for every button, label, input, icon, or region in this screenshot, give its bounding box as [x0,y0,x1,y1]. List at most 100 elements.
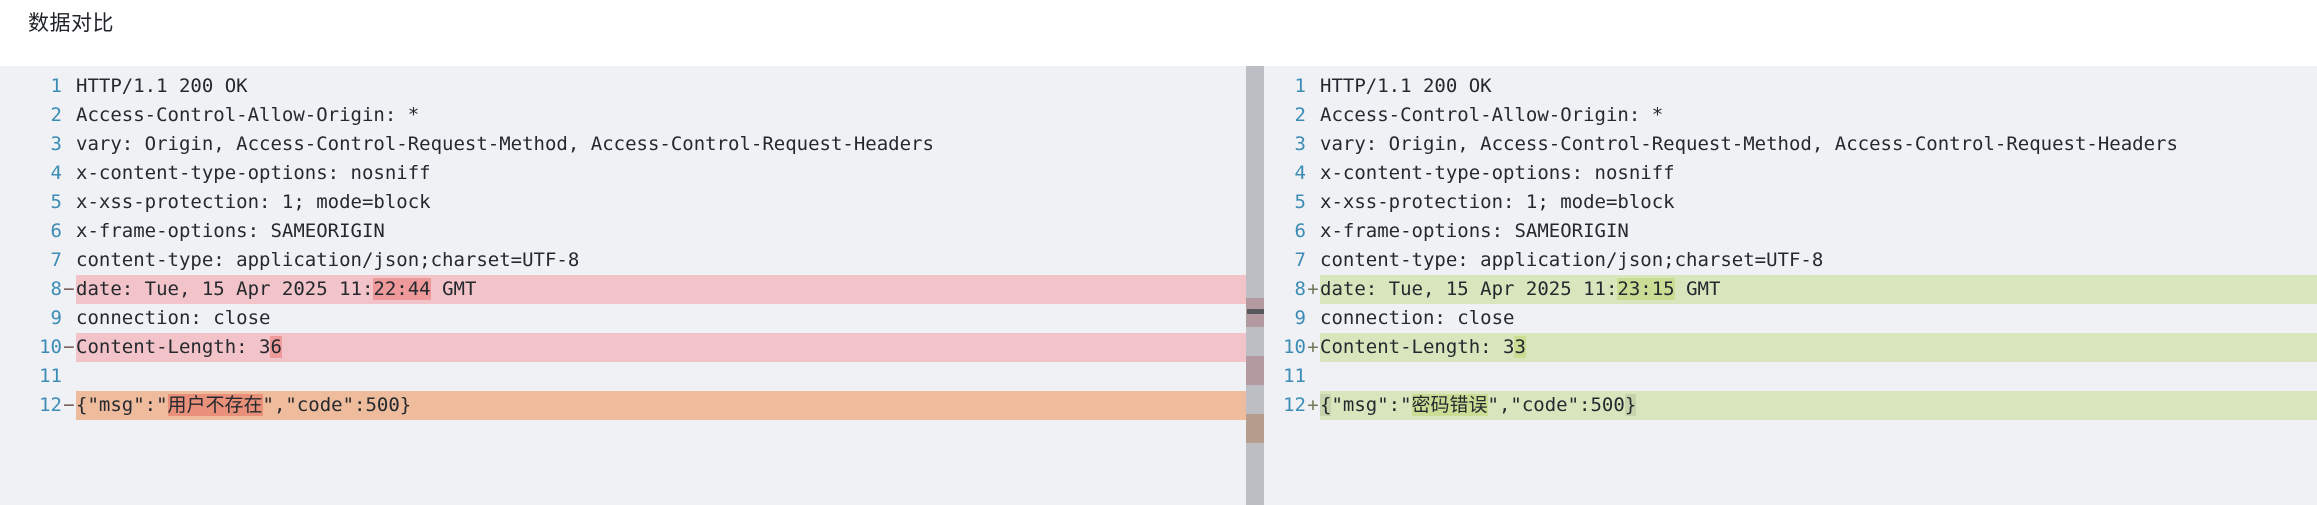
code-text: x-frame-options: SAMEORIGIN [1320,217,2317,246]
line-number: 11 [0,362,62,391]
line-number: 12 [0,391,62,420]
code-text: x-content-type-options: nosniff [1320,159,2317,188]
no-change-marker [1306,362,1320,391]
code-row[interactable]: 8+date: Tue, 15 Apr 2025 11:23:15 GMT [1264,275,2317,304]
code-row[interactable]: 6 x-frame-options: SAMEORIGIN [0,217,1246,246]
no-change-marker [62,304,76,333]
inline-diff-highlight: 3 [1514,336,1526,358]
delete-marker-icon: − [62,275,76,304]
code-segment: GMT [1674,278,1721,300]
inline-diff-highlight: 22:44 [373,278,431,300]
code-segment: Access-Control-Allow-Origin: * [1320,104,1664,126]
code-text: {"msg":"密码错误","code":500} [1320,391,2317,420]
code-segment: Content-Length: 3 [1320,336,1515,358]
insert-marker-icon: + [1306,275,1320,304]
code-text: content-type: application/json;charset=U… [76,246,1246,275]
code-segment: Access-Control-Allow-Origin: * [76,104,420,126]
line-number: 8 [1264,275,1306,304]
code-row[interactable]: 11 [1264,362,2317,391]
code-segment: x-frame-options: SAMEORIGIN [76,220,385,242]
scrollbar-thumb[interactable] [1246,66,1264,505]
code-text: x-xss-protection: 1; mode=block [1320,188,2317,217]
code-text: connection: close [1320,304,2317,333]
no-change-marker [62,188,76,217]
line-number: 8 [0,275,62,304]
line-number: 3 [1264,130,1306,159]
code-row[interactable]: 12−{"msg":"用户不存在","code":500} [0,391,1246,420]
code-segment: x-content-type-options: nosniff [1320,162,1675,184]
code-text: x-xss-protection: 1; mode=block [76,188,1246,217]
code-segment: Content-Length: 3 [76,336,271,358]
code-text: x-frame-options: SAMEORIGIN [76,217,1246,246]
insert-marker-icon: + [1306,333,1320,362]
code-segment: HTTP/1.1 200 OK [1320,75,1492,97]
no-change-marker [62,130,76,159]
code-segment: ","code":500} [262,394,412,416]
scrollbar-drag-handle[interactable] [1247,309,1264,314]
no-change-marker [62,217,76,246]
no-change-marker [62,362,76,391]
code-segment: x-frame-options: SAMEORIGIN [1320,220,1629,242]
code-row[interactable]: 8−date: Tue, 15 Apr 2025 11:22:44 GMT [0,275,1246,304]
code-text: x-content-type-options: nosniff [76,159,1246,188]
line-number: 4 [0,159,62,188]
no-change-marker [62,159,76,188]
code-row[interactable]: 4 x-content-type-options: nosniff [0,159,1246,188]
code-text: Access-Control-Allow-Origin: * [1320,101,2317,130]
line-number: 6 [0,217,62,246]
code-segment: date: Tue, 15 Apr 2025 11: [1320,278,1618,300]
no-change-marker [1306,304,1320,333]
code-segment: x-xss-protection: 1; mode=block [1320,191,1675,213]
scrollbar-change-marker [1246,414,1264,443]
code-row[interactable]: 10−Content-Length: 36 [0,333,1246,362]
no-change-marker [62,72,76,101]
code-row[interactable]: 11 [0,362,1246,391]
no-change-marker [62,246,76,275]
code-text: HTTP/1.1 200 OK [1320,72,2317,101]
inline-diff-highlight: 23:15 [1617,278,1675,300]
inline-diff-highlight: 密码错误 [1411,394,1488,416]
code-row[interactable]: 7 content-type: application/json;charset=… [1264,246,2317,275]
code-row[interactable]: 5 x-xss-protection: 1; mode=block [1264,188,2317,217]
line-number: 7 [1264,246,1306,275]
line-number: 5 [1264,188,1306,217]
code-text: vary: Origin, Access-Control-Request-Met… [76,130,1246,159]
code-segment: ","code":500 [1487,394,1625,416]
diff-divider[interactable] [1246,66,1264,505]
no-change-marker [1306,188,1320,217]
no-change-marker [1306,159,1320,188]
line-number: 1 [0,72,62,101]
code-text: Content-Length: 36 [76,333,1246,362]
code-text: Content-Length: 33 [1320,333,2317,362]
code-text: date: Tue, 15 Apr 2025 11:22:44 GMT [76,275,1246,304]
delete-marker-icon: − [62,333,76,362]
page-title: 数据对比 [28,11,114,35]
inline-diff-highlight: { [1320,394,1332,416]
code-segment: GMT [430,278,477,300]
no-change-marker [1306,72,1320,101]
code-row[interactable]: 10+Content-Length: 33 [1264,333,2317,362]
code-segment: content-type: application/json;charset=U… [1320,249,1824,271]
code-text: Access-Control-Allow-Origin: * [76,101,1246,130]
code-row[interactable]: 12+{"msg":"密码错误","code":500} [1264,391,2317,420]
inline-diff-highlight: 6 [270,336,282,358]
line-number: 12 [1264,391,1306,420]
line-number: 9 [0,304,62,333]
